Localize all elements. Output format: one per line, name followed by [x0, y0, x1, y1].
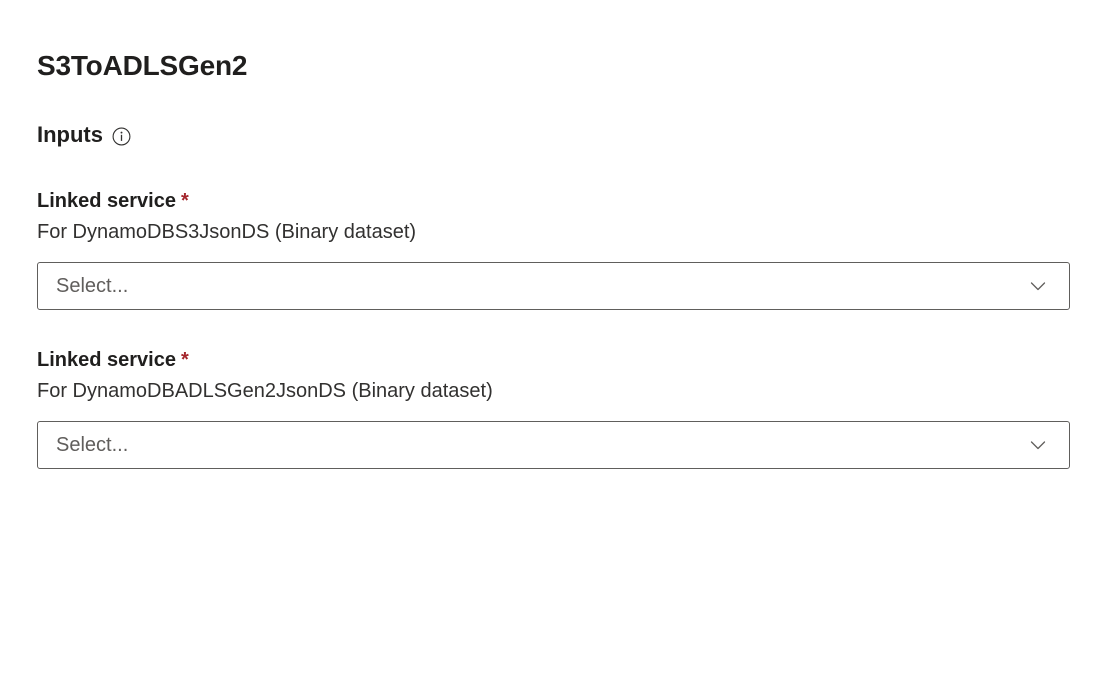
linked-service-source-select[interactable]: Select...	[37, 262, 1070, 310]
section-heading-label: Inputs	[37, 122, 103, 147]
field-label-linked-service-sink: Linked service*	[37, 347, 1077, 373]
linked-service-sink-select[interactable]: Select...	[37, 421, 1070, 469]
field-group-linked-service-sink: Linked service* For DynamoDBADLSGen2Json…	[37, 347, 1077, 469]
chevron-down-icon[interactable]	[1027, 434, 1049, 456]
chevron-down-icon[interactable]	[1027, 275, 1049, 297]
inputs-section-heading: Inputs	[37, 121, 1077, 149]
linked-service-sink-placeholder: Select...	[56, 434, 129, 456]
field-description-sink: For DynamoDBADLSGen2JsonDS (Binary datas…	[37, 380, 493, 402]
info-circle-icon[interactable]	[112, 127, 131, 146]
field-description-source: For DynamoDBS3JsonDS (Binary dataset)	[37, 221, 417, 243]
linked-service-source-placeholder: Select...	[56, 275, 129, 297]
required-asterisk: *	[180, 349, 189, 371]
field-label-text: Linked service	[37, 190, 176, 212]
field-label-linked-service-source: Linked service*	[37, 188, 1077, 214]
field-label-text: Linked service	[37, 349, 176, 371]
page-title: S3ToADLSGen2	[37, 50, 248, 81]
field-group-linked-service-source: Linked service* For DynamoDBS3JsonDS (Bi…	[37, 188, 1077, 310]
required-asterisk: *	[180, 190, 189, 212]
